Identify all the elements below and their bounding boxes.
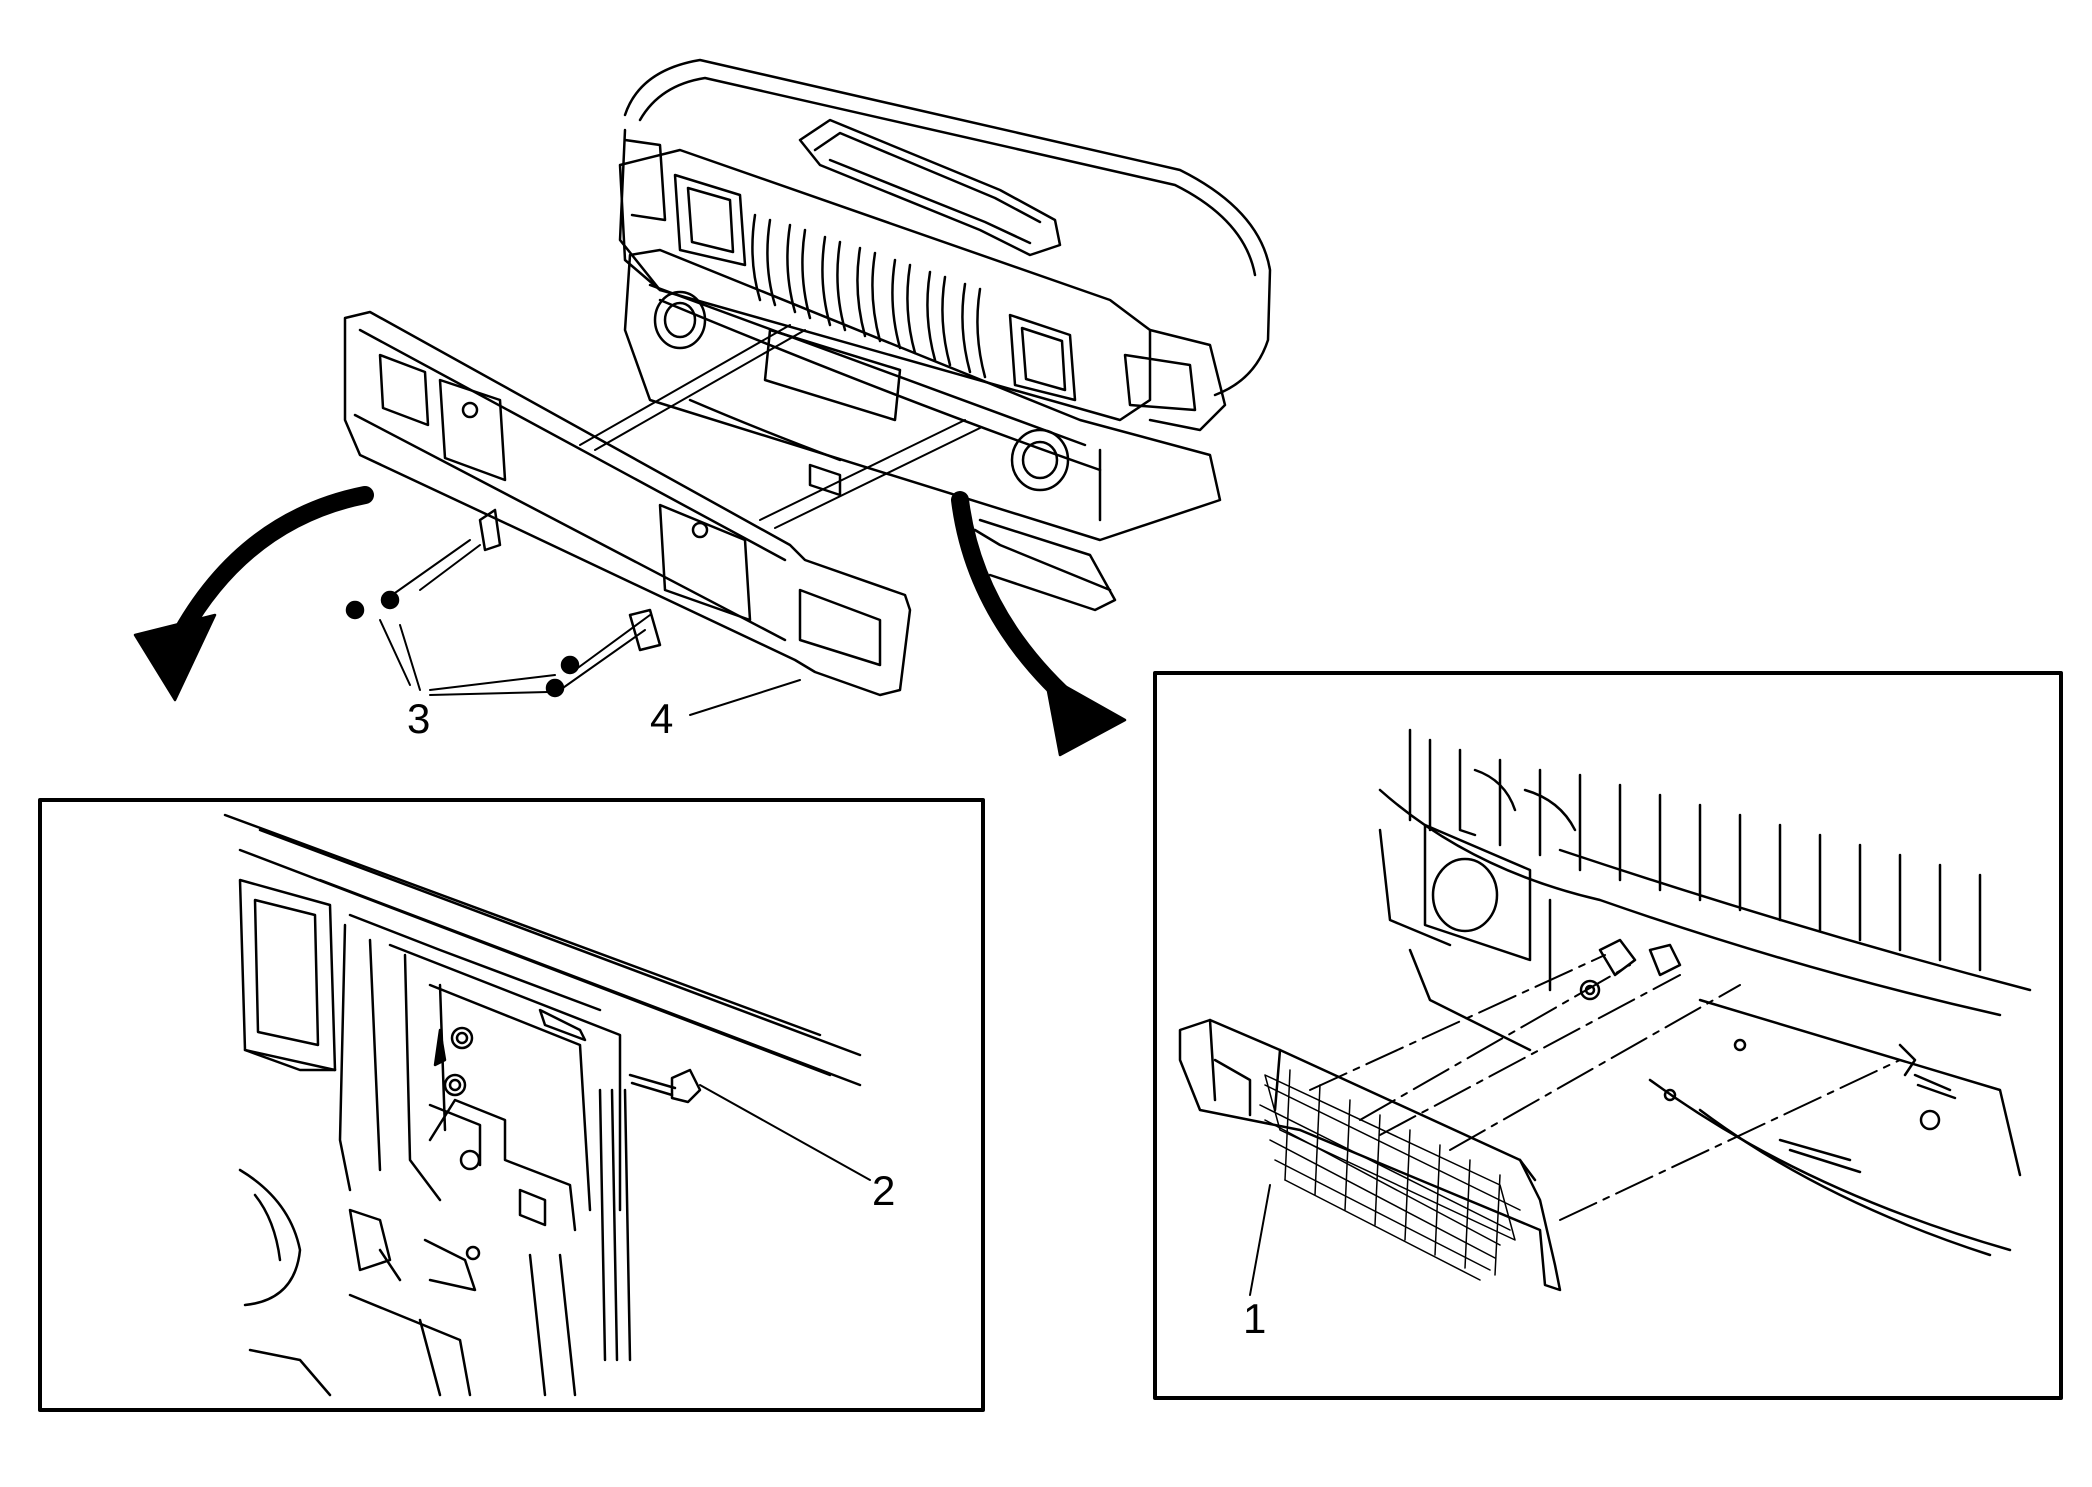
leader-1 (1249, 1184, 1271, 1296)
fasteners (345, 590, 580, 698)
alignment-dashdot-lines (1309, 954, 1901, 1221)
detail-box-left (38, 798, 985, 1412)
grille-mesh-icon (1259, 1069, 1521, 1281)
lower-grille-panel (343, 310, 912, 697)
callout-3: 3 (407, 695, 431, 742)
grille-slots (751, 213, 987, 379)
alignment-lines (384, 324, 981, 691)
vehicle-front-end (618, 58, 1272, 612)
detail-left-art (223, 813, 862, 1397)
callout-4: 4 (650, 695, 674, 742)
leader-4 (689, 679, 801, 716)
callout-1: 1 (1243, 1295, 1267, 1342)
detail-right-art (1178, 728, 2032, 1292)
leader-2 (699, 1084, 871, 1181)
leader-3 (379, 619, 556, 696)
right-curved-arrow-icon (951, 491, 1127, 757)
left-curved-arrow-icon (133, 486, 374, 702)
detail-box-right (1153, 671, 2063, 1400)
callout-2: 2 (872, 1167, 896, 1214)
